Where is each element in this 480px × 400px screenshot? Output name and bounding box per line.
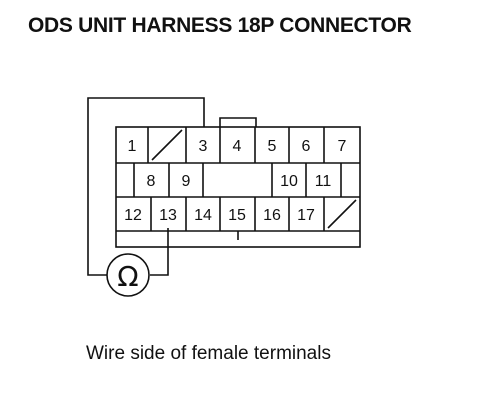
pin-3: 3 <box>199 138 208 155</box>
pin-12: 12 <box>124 207 142 224</box>
pin-7: 7 <box>338 138 347 155</box>
pin-1: 1 <box>128 138 137 155</box>
connector-housing <box>115 117 361 248</box>
connector-lock-tab <box>219 117 257 127</box>
ohm-symbol: Ω <box>117 260 138 293</box>
pin-15: 15 <box>228 207 246 224</box>
unused-cavity-mark <box>327 199 357 229</box>
diagram-title: ODS UNIT HARNESS 18P CONNECTOR <box>28 14 412 37</box>
pin-8: 8 <box>147 173 156 190</box>
pin-9: 9 <box>182 173 191 190</box>
pin-6: 6 <box>302 138 311 155</box>
pin-10: 10 <box>280 173 298 190</box>
ohmmeter-wiring <box>87 97 205 297</box>
pin-13: 13 <box>159 207 177 224</box>
pin-5: 5 <box>268 138 277 155</box>
ohmmeter-icon <box>106 253 150 297</box>
pin-14: 14 <box>194 207 212 224</box>
test-lead-pin-3 <box>87 97 205 276</box>
diagram-caption: Wire side of female terminals <box>86 343 331 364</box>
pin-16: 16 <box>263 207 281 224</box>
test-lead-pin-13 <box>150 228 169 276</box>
unused-cavity-mark <box>151 129 183 161</box>
pin-11: 11 <box>315 173 332 190</box>
pin-4: 4 <box>233 138 242 155</box>
pin-17: 17 <box>297 207 315 224</box>
